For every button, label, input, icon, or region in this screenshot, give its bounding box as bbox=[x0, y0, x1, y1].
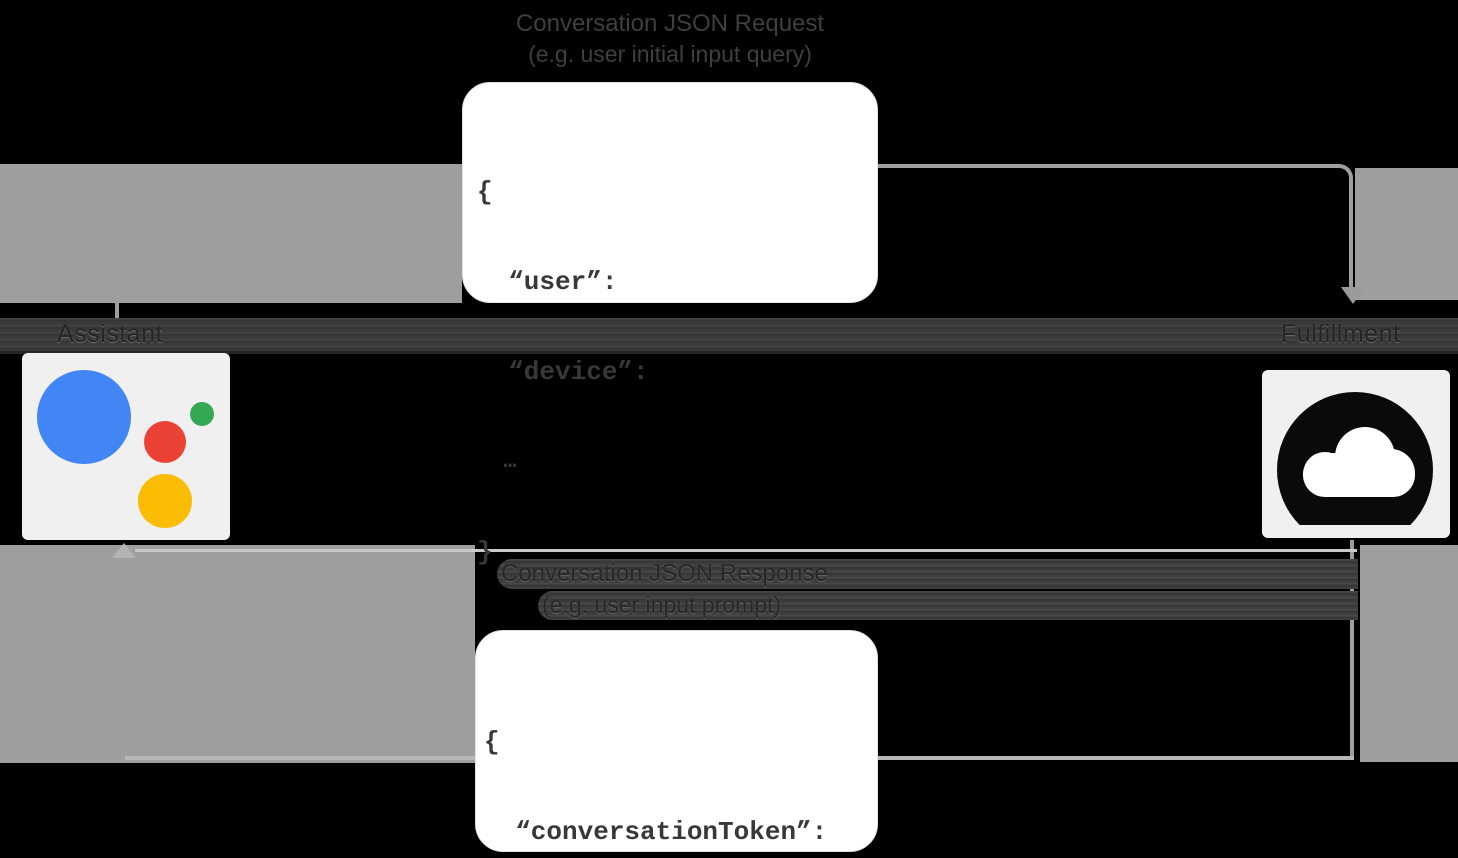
request-title: Conversation JSON Request bbox=[515, 10, 825, 37]
assistant-blue-dot bbox=[37, 370, 131, 464]
response-flow-label-strip: Conversation JSON Response bbox=[497, 559, 1358, 589]
request-json-box: { “user”: “device”: … } bbox=[462, 82, 878, 567]
request-code-line: } bbox=[477, 537, 493, 567]
response-title: Conversation JSON Response bbox=[501, 560, 828, 587]
response-subtitle: (e.g. user input prompt) bbox=[542, 592, 782, 618]
assistant-label: Assistant bbox=[57, 320, 163, 348]
request-flow-label: Conversation JSON Request (e.g. user ini… bbox=[420, 8, 920, 68]
response-flow-sublabel-strip: (e.g. user input prompt) bbox=[538, 591, 1358, 620]
assistant-green-dot bbox=[190, 402, 214, 426]
response-code-line: “conversationToken”: bbox=[515, 817, 828, 847]
google-assistant-logo-icon bbox=[22, 353, 230, 540]
gray-region-bottom-right bbox=[1360, 545, 1458, 762]
fulfillment-label: Fulfillment bbox=[1281, 320, 1401, 348]
response-code-line: { bbox=[484, 727, 500, 757]
request-subtitle: (e.g. user initial input query) bbox=[528, 41, 812, 67]
request-code-line: … bbox=[503, 449, 517, 474]
request-code-line: “user”: bbox=[508, 267, 618, 297]
assistant-yellow-dot bbox=[138, 474, 192, 528]
actor-band: Assistant Fulfillment bbox=[0, 318, 1458, 354]
gray-region-top-right bbox=[1355, 168, 1458, 300]
assistant-tile bbox=[22, 353, 230, 540]
divider-highlight-line bbox=[135, 549, 1357, 552]
fulfillment-tile bbox=[1262, 370, 1450, 538]
response-arrow-vertical-segment bbox=[1350, 540, 1354, 759]
request-code-line: “device”: bbox=[508, 357, 649, 387]
request-arrowhead-icon bbox=[1341, 287, 1365, 304]
assistant-red-dot bbox=[144, 421, 186, 463]
response-arrowhead-icon bbox=[112, 543, 136, 558]
cloud-icon bbox=[1277, 392, 1433, 525]
request-code-line: { bbox=[477, 177, 493, 207]
gray-region-top-left bbox=[0, 164, 462, 303]
gray-region-bottom-left bbox=[0, 545, 475, 763]
cloud-base bbox=[1303, 453, 1415, 497]
response-json-box: { “conversationToken”: “userStorage”: … … bbox=[475, 630, 878, 852]
